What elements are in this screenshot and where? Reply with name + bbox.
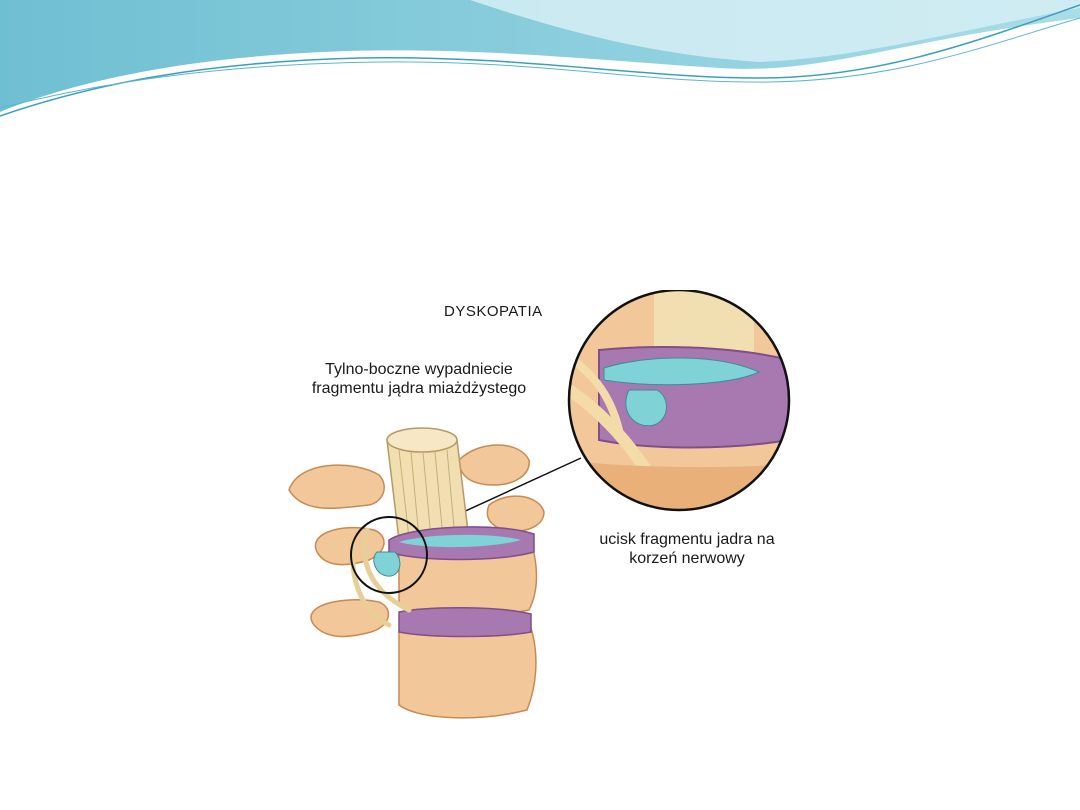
herniation-label-line-2: fragmentu jądra miażdżystego (311, 380, 527, 397)
spine-drawing (288, 290, 791, 719)
header-wave-line-1 (0, 4, 1080, 117)
large-magnify-inset (567, 290, 791, 512)
header-wave-highlight (470, 0, 1080, 62)
herniation-label: Tylno-boczne wypadniecie fragmentu jądra… (279, 360, 559, 398)
intervertebral-discs (388, 526, 535, 638)
dyskopatia-illustration: DYSKOPATIA Tylno-boczne wypadniecie frag… (259, 290, 815, 730)
posterior-processes (288, 444, 545, 638)
herniation-label-line-1: Tylno-boczne wypadniecie (325, 361, 513, 378)
header-wave-decoration (0, 0, 1080, 117)
figure-title: DYSKOPATIA (444, 303, 543, 320)
spinal-cord (386, 427, 470, 541)
compression-label-line-1: ucisk fragmentu jadra na (599, 531, 775, 548)
small-magnify-circle (350, 516, 428, 594)
header-wave-line-2 (0, 17, 1080, 109)
herniation-small (373, 551, 401, 577)
compression-label-line-2: korzeń nerwowy (629, 550, 745, 567)
compression-label: ucisk fragmentu jadra na korzeń nerwowy (567, 530, 807, 568)
nerve-roots (350, 527, 412, 628)
